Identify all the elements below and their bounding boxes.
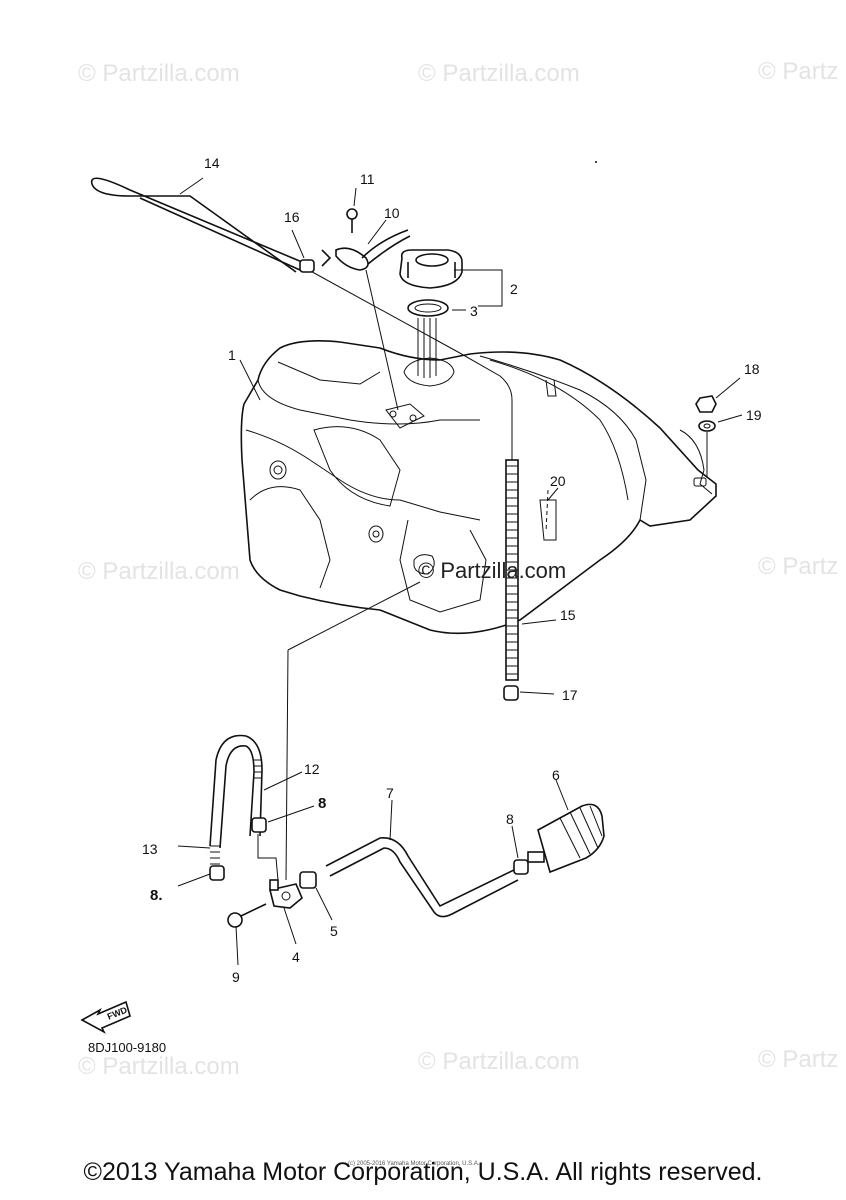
fuel-tank-part[interactable] — [240, 340, 717, 635]
fuel-hose-part[interactable] — [325, 837, 519, 918]
bracket-10-part[interactable] — [321, 229, 411, 411]
fuel-hose-curved-part[interactable] — [209, 734, 263, 865]
callout-1: 1 — [228, 347, 236, 363]
fuel-cap-part[interactable] — [399, 249, 463, 289]
hose-clip-part[interactable] — [299, 259, 315, 273]
callout-8c: 8. — [150, 887, 163, 904]
bolt-11-part[interactable] — [346, 208, 358, 233]
callout-4: 4 — [292, 949, 300, 965]
vent-hose-part[interactable] — [505, 459, 519, 681]
hose-clamp-8b-part[interactable] — [513, 859, 529, 875]
callout-10: 10 — [384, 205, 400, 221]
cap-gasket-part[interactable] — [407, 299, 449, 378]
breather-hose-part[interactable] — [90, 177, 513, 460]
callout-18: 18 — [744, 361, 760, 377]
nut-part[interactable] — [695, 395, 717, 413]
copyright-footer: ©2013 Yamaha Motor Corporation, U.S.A. A… — [83, 1158, 763, 1186]
callout-7: 7 — [386, 785, 394, 801]
callout-3: 3 — [470, 303, 478, 319]
callout-20: 20 — [550, 473, 566, 489]
callout-8a: 8 — [318, 795, 326, 812]
tiny-copyright-note: (c) 2005-2016 Yamaha Motor Corporation, … — [348, 1161, 480, 1167]
forward-arrow-icon: FWD — [80, 1000, 131, 1034]
callout-9: 9 — [232, 969, 240, 985]
watermark-top-left: © Partzilla.com — [78, 60, 240, 87]
screw-part[interactable] — [227, 903, 267, 966]
callout-6: 6 — [552, 767, 560, 783]
callout-13: 13 — [142, 841, 158, 857]
callout-15: 15 — [560, 607, 576, 623]
callout-8b: 8 — [506, 811, 514, 827]
watermark-bottom-right: © Partz — [758, 1046, 839, 1073]
callout-5: 5 — [330, 923, 338, 939]
watermark-top-right: © Partz — [758, 58, 839, 85]
callout-12: 12 — [304, 761, 320, 777]
callout-2: 2 — [510, 281, 518, 297]
washer-part[interactable] — [698, 420, 716, 478]
callout-11: 11 — [360, 171, 375, 187]
watermark-mid-left: © Partzilla.com — [78, 558, 240, 585]
diagram-code: 8DJ100-9180 — [88, 1040, 166, 1055]
hose-end-part[interactable] — [503, 685, 519, 701]
fuel-filter-part[interactable] — [527, 803, 605, 874]
watermark-mid-right: © Partz — [758, 553, 839, 580]
hose-clamp-8c-part[interactable] — [209, 865, 225, 881]
hose-clamp-8a-part[interactable] — [251, 817, 267, 833]
fuel-cock-part[interactable] — [269, 879, 303, 909]
watermark-bottom-left: © Partzilla.com — [78, 1053, 240, 1080]
hose-joint-part[interactable] — [299, 871, 317, 889]
leader-lines — [177, 177, 743, 945]
callout-19: 19 — [746, 407, 762, 423]
center-watermark: © Partzilla.com — [418, 558, 566, 583]
callout-14: 14 — [204, 155, 220, 171]
watermark-top-center: © Partzilla.com — [418, 60, 580, 87]
watermark-bottom-center: © Partzilla.com — [418, 1048, 580, 1075]
callout-16: 16 — [284, 209, 300, 225]
callout-17: 17 — [562, 687, 578, 703]
